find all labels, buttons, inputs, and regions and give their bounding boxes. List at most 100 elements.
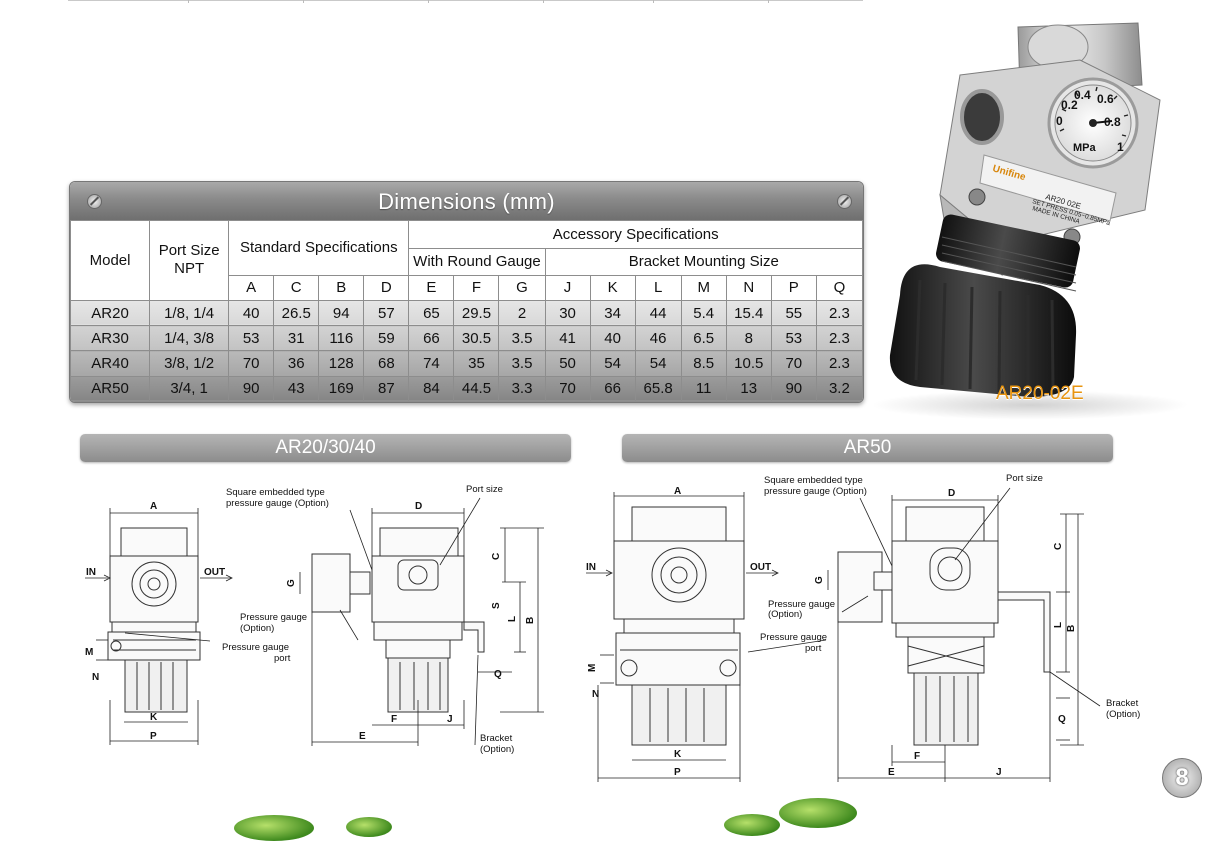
dim-label-E: E: [888, 767, 895, 778]
dim-label-F: F: [914, 751, 920, 762]
table-cell: 29.5: [453, 299, 500, 327]
table-cell: 66: [589, 375, 636, 402]
note-square-gauge: pressure gauge (Option): [764, 486, 867, 497]
dim-label-G: G: [814, 576, 825, 584]
col-header-accessory: Accessory Specifications: [408, 219, 863, 250]
col-header-model: Model: [70, 220, 151, 301]
table-cell: 59: [363, 325, 410, 352]
note-square-gauge: Square embedded type: [764, 475, 863, 486]
note-port-size: Port size: [1006, 473, 1043, 484]
table-cell: 90: [770, 375, 817, 402]
table-cell: 53: [228, 325, 275, 352]
dim-label-P: P: [674, 767, 681, 778]
table-cell: 87: [363, 375, 410, 402]
gauge-tick: 0.4: [1074, 88, 1091, 102]
page-number-badge: 8: [1162, 758, 1202, 798]
table-cell: 3.3: [498, 375, 546, 402]
col-header-bracket: Bracket Mounting Size: [544, 248, 863, 276]
col-header-dim: C: [273, 274, 320, 301]
table-cell: 116: [318, 325, 365, 352]
dim-label-J: J: [447, 714, 453, 725]
note-pressure-gauge-port: Pressure gauge: [760, 632, 827, 643]
table-cell: 66: [408, 325, 455, 352]
product-photo: 0 0.2 0.4 0.6 0.8 1 MPa Unifine AR20 02E…: [889, 22, 1161, 397]
table-cell: 84: [408, 375, 455, 402]
table-cell: 65: [408, 299, 455, 327]
note-pressure-gauge: Pressure gauge: [240, 612, 307, 623]
col-header-round-gauge: With Round Gauge: [408, 248, 546, 276]
table-cell: 3.2: [815, 375, 863, 402]
table-cell: 31: [273, 325, 320, 352]
col-header-dim: M: [680, 274, 727, 301]
note-square-gauge: Square embedded type: [226, 487, 325, 498]
dim-label-G: G: [286, 579, 297, 587]
col-header-dim: F: [453, 274, 500, 301]
col-header-dim: G: [498, 274, 546, 301]
col-header-dim: A: [228, 274, 275, 301]
table-cell: 54: [634, 350, 682, 377]
screw-icon: [837, 194, 852, 209]
dimensions-table-title: Dimensions (mm): [378, 189, 555, 214]
table-cell: 46: [634, 325, 682, 352]
note-bracket: (Option): [480, 744, 514, 755]
note-pressure-gauge: (Option): [240, 623, 274, 634]
table-cell: 30.5: [453, 325, 500, 352]
leaf-decoration: [346, 817, 392, 837]
label-in: IN: [86, 567, 96, 578]
table-cell: 2.3: [815, 299, 863, 327]
col-header-dim: E: [408, 274, 455, 301]
table-cell: 57: [363, 299, 410, 327]
table-cell: 3/4, 1: [149, 375, 230, 402]
col-header-dim: J: [544, 274, 591, 301]
leaf-decoration: [724, 814, 780, 836]
label-out: OUT: [204, 567, 225, 578]
table-cell: 15.4: [725, 299, 772, 327]
table-cell: 5.4: [680, 299, 727, 327]
table-cell: 30: [544, 299, 591, 327]
dim-label-C: C: [491, 553, 502, 560]
table-cell: 6.5: [680, 325, 727, 352]
table-cell: 36: [273, 350, 320, 377]
dim-label-Q: Q: [1058, 714, 1066, 725]
gauge-tick: 0.8: [1104, 115, 1121, 129]
label-out: OUT: [750, 562, 771, 573]
table-cell-model: AR20: [70, 299, 151, 327]
table-cell: 8: [725, 325, 772, 352]
table-cell: 13: [725, 375, 772, 402]
table-cell: 54: [589, 350, 636, 377]
section-title-ar50: AR50: [622, 434, 1113, 462]
dim-label-J: J: [996, 767, 1002, 778]
table-cell: 169: [318, 375, 365, 402]
table-cell: 128: [318, 350, 365, 377]
dim-label-Q: Q: [494, 669, 502, 680]
table-cell: 3.5: [498, 325, 546, 352]
note-pressure-gauge-port: port: [805, 643, 822, 654]
leaf-decoration: [779, 798, 857, 828]
section-title-ar20-30-40: AR20/30/40: [80, 434, 571, 462]
table-cell: 3/8, 1/2: [149, 350, 230, 377]
table-cell: 11: [680, 375, 727, 402]
dim-label-C: C: [1053, 543, 1064, 550]
dim-label-A: A: [150, 501, 157, 512]
table-cell: 1/8, 1/4: [149, 299, 230, 327]
product-model-label: AR20-02E: [996, 383, 1084, 404]
table-cell: 1/4, 3/8: [149, 325, 230, 352]
dim-label-S: S: [491, 602, 502, 609]
col-header-dim: Q: [815, 274, 863, 301]
table-cell: 26.5: [273, 299, 320, 327]
table-cell: 44: [634, 299, 682, 327]
table-cell: 8.5: [680, 350, 727, 377]
label-in: IN: [586, 562, 596, 573]
table-cell: 90: [228, 375, 275, 402]
table-cell: 70: [770, 350, 817, 377]
col-header-dim: B: [318, 274, 365, 301]
table-cell: 3.5: [498, 350, 546, 377]
table-cell: 43: [273, 375, 320, 402]
dimensions-table-header: Dimensions (mm): [70, 182, 863, 220]
